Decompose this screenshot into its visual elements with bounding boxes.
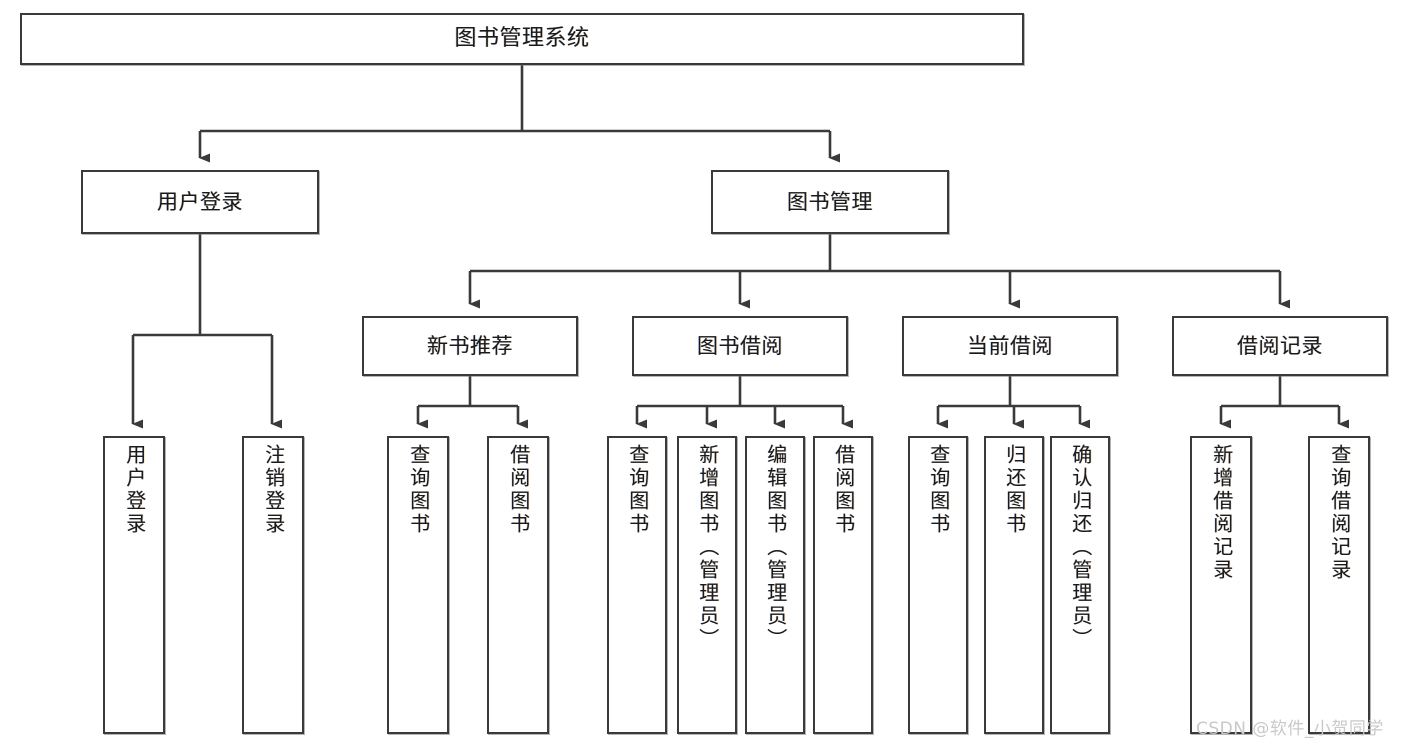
node-leaf-user-login[interactable]: 用户登录 <box>103 436 165 734</box>
node-label: 借阅图书 <box>831 444 856 536</box>
node-label: 图书借阅 <box>697 333 783 358</box>
node-leaf-query-book-current[interactable]: 查询图书 <box>908 436 968 734</box>
node-leaf-borrow-book[interactable]: 借阅图书 <box>813 436 873 734</box>
node-leaf-query-book-borrow[interactable]: 查询图书 <box>607 436 667 734</box>
node-leaf-add-borrow-record[interactable]: 新增借阅记录 <box>1190 436 1252 734</box>
node-new-book-recommend[interactable]: 新书推荐 <box>362 316 578 376</box>
node-label: 新书推荐 <box>427 333 513 358</box>
node-leaf-return-book[interactable]: 归还图书 <box>984 436 1044 734</box>
node-leaf-edit-book-admin[interactable]: 编辑图书（管理员） <box>745 436 805 734</box>
node-current-borrow[interactable]: 当前借阅 <box>902 316 1118 376</box>
node-leaf-confirm-return-admin[interactable]: 确认归还（管理员） <box>1050 436 1110 734</box>
node-label: 确认归还（管理员） <box>1068 444 1093 651</box>
node-leaf-user-logout[interactable]: 注销登录 <box>242 436 304 734</box>
node-book-manage[interactable]: 图书管理 <box>711 170 949 234</box>
node-label: 借阅记录 <box>1237 333 1323 358</box>
node-label: 新增借阅记录 <box>1209 444 1234 582</box>
node-leaf-query-borrow-record[interactable]: 查询借阅记录 <box>1308 436 1370 734</box>
node-label: 用户登录 <box>122 444 147 536</box>
node-label: 查询图书 <box>406 444 431 536</box>
node-label: 用户登录 <box>157 189 243 214</box>
node-leaf-add-book-admin[interactable]: 新增图书（管理员） <box>677 436 737 734</box>
node-label: 图书管理 <box>787 189 873 214</box>
node-label: 当前借阅 <box>967 333 1053 358</box>
node-label: 新增图书（管理员） <box>695 444 720 651</box>
node-root-system[interactable]: 图书管理系统 <box>20 13 1024 65</box>
node-label: 查询借阅记录 <box>1327 444 1352 582</box>
node-label: 图书管理系统 <box>454 26 590 52</box>
csdn-watermark: CSDN @软件_小贺同学 <box>1196 719 1384 739</box>
node-user-login[interactable]: 用户登录 <box>81 170 319 234</box>
node-label: 注销登录 <box>261 444 286 536</box>
node-label: 编辑图书（管理员） <box>763 444 788 651</box>
node-borrow-record[interactable]: 借阅记录 <box>1172 316 1388 376</box>
node-label: 归还图书 <box>1002 444 1027 536</box>
node-book-borrow[interactable]: 图书借阅 <box>632 316 848 376</box>
node-leaf-borrow-book-rec[interactable]: 借阅图书 <box>487 436 549 734</box>
node-label: 借阅图书 <box>506 444 531 536</box>
node-leaf-query-book-rec[interactable]: 查询图书 <box>387 436 449 734</box>
node-label: 查询图书 <box>625 444 650 536</box>
node-label: 查询图书 <box>926 444 951 536</box>
